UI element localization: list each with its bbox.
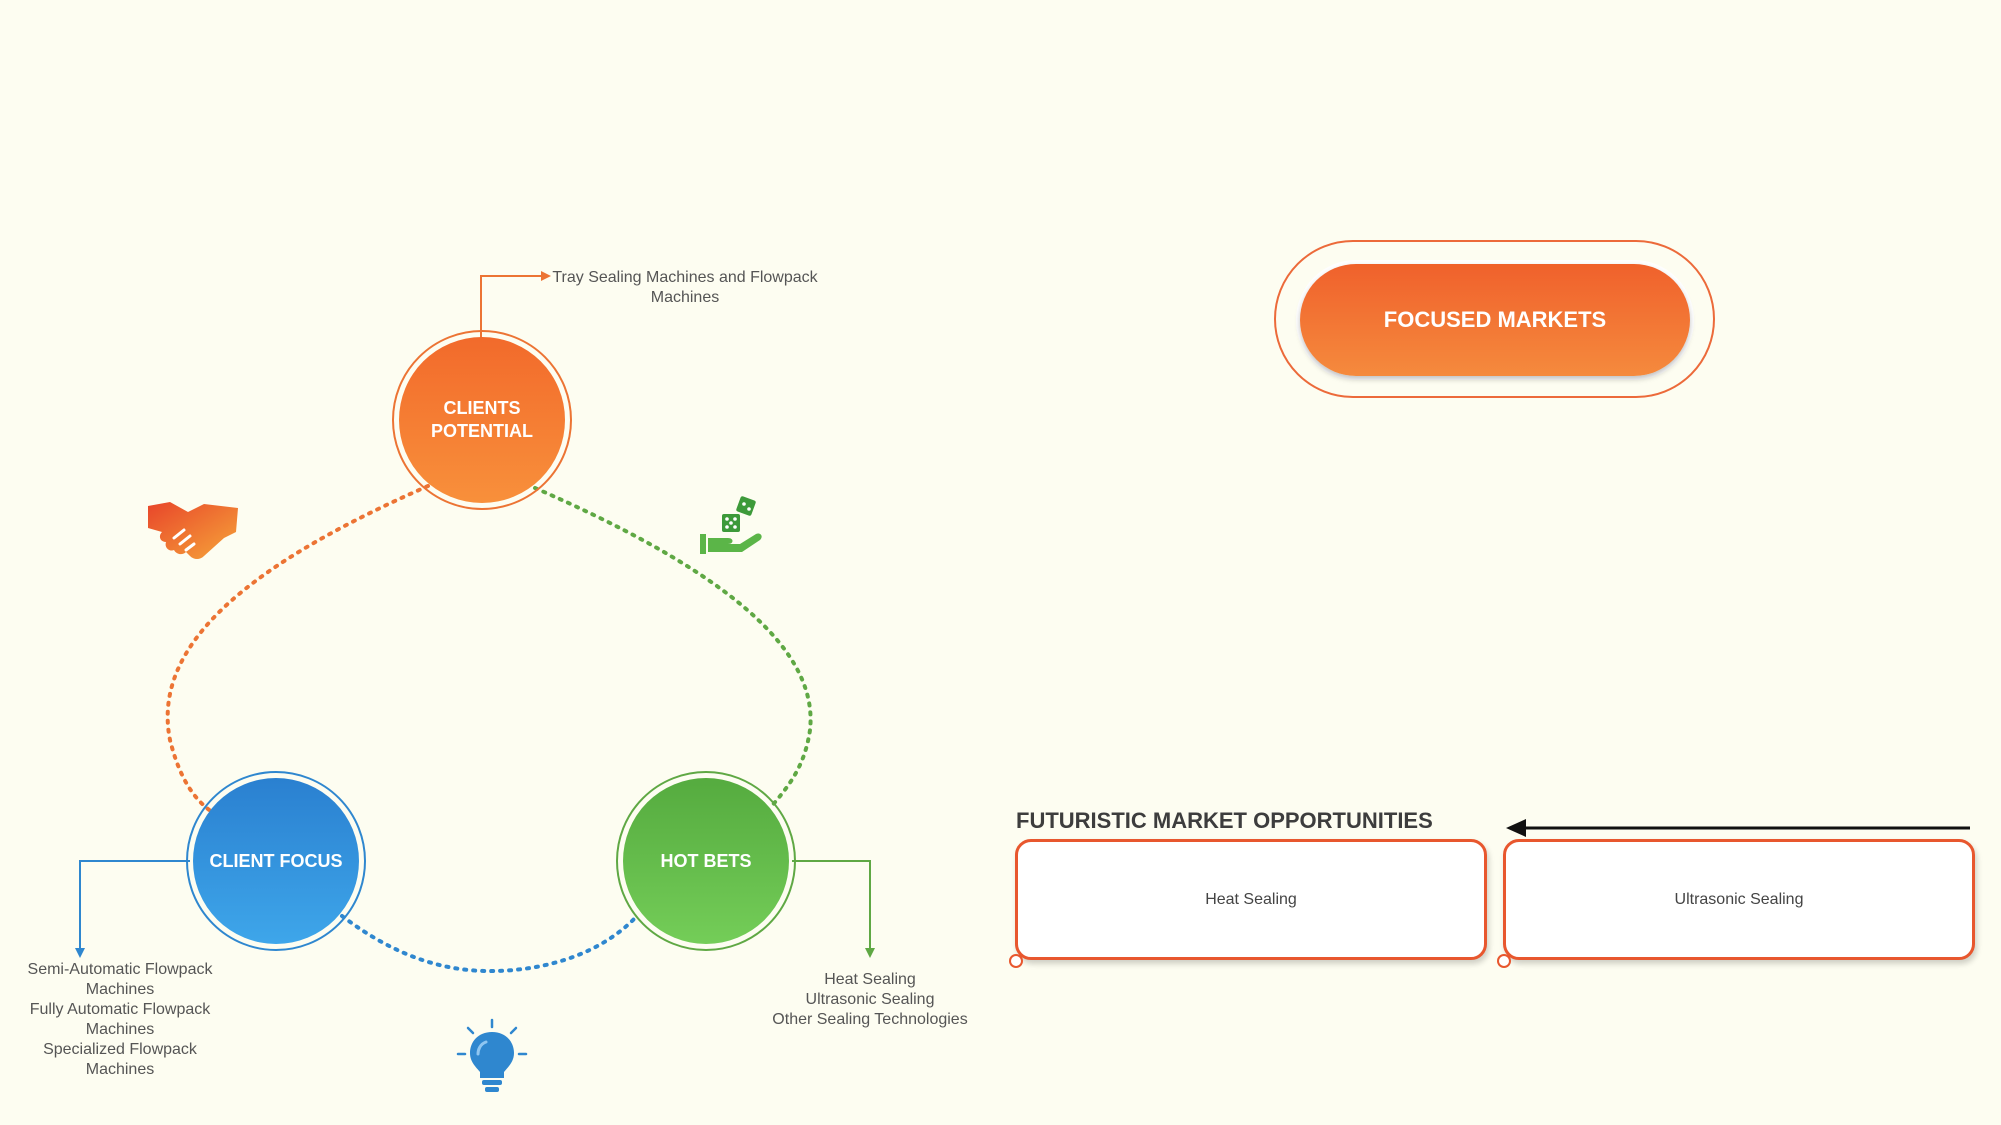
- futuristic-box-ultrasonic-sealing[interactable]: Ultrasonic Sealing: [1503, 839, 1975, 960]
- futuristic-box-dot: [1497, 954, 1511, 968]
- detail-item: Other Sealing Technologies: [772, 1011, 968, 1028]
- futuristic-box-label: Heat Sealing: [1205, 890, 1297, 908]
- focused-markets-button[interactable]: FOCUSED MARKETS: [1300, 264, 1690, 376]
- client-focus-details: Semi-Automatic Flowpack Machines Fully A…: [20, 960, 220, 1080]
- hot-bets-ring: [616, 771, 796, 951]
- futuristic-box-dot: [1009, 954, 1023, 968]
- dice-hand-icon: [700, 496, 762, 554]
- detail-item: Heat Sealing: [824, 971, 916, 988]
- client-focus-node[interactable]: CLIENT FOCUS: [193, 778, 359, 944]
- detail-item: Fully Automatic Flowpack Machines: [29, 1001, 211, 1038]
- focused-markets-label: FOCUSED MARKETS: [1383, 307, 1607, 332]
- futuristic-box-heat-sealing[interactable]: Heat Sealing: [1015, 839, 1487, 960]
- orange-callout-arrow: [541, 271, 551, 281]
- green-callout-arrow: [865, 948, 875, 958]
- detail-item: Tray Sealing Machines and Flowpack Machi…: [552, 269, 818, 306]
- futuristic-box-label: Ultrasonic Sealing: [1674, 890, 1804, 908]
- orange-cycle-arc: [165, 484, 430, 814]
- clients-potential-ring: [392, 330, 572, 510]
- handshake-icon: [148, 502, 238, 559]
- clients-potential-node[interactable]: CLIENTS POTENTIAL: [399, 337, 565, 503]
- detail-item: Semi-Automatic Flowpack Machines: [27, 961, 213, 998]
- hot-bets-label: HOT BETS: [660, 850, 752, 871]
- futuristic-arrow-head: [1506, 819, 1526, 837]
- hot-bets-node[interactable]: HOT BETS: [623, 778, 789, 944]
- blue-cycle-arc: [340, 914, 639, 974]
- blue-callout-arrow: [75, 948, 85, 958]
- green-cycle-arc: [533, 486, 813, 810]
- orange-callout-line: [480, 275, 545, 338]
- clients-potential-label: CLIENTS POTENTIAL: [431, 398, 533, 441]
- futuristic-title: FUTURISTIC MARKET OPPORTUNITIES: [1016, 808, 1433, 833]
- lightbulb-icon: [456, 1018, 528, 1092]
- detail-item: Ultrasonic Sealing: [805, 991, 935, 1008]
- blue-callout-line: [79, 860, 190, 950]
- detail-item: Specialized Flowpack Machines: [43, 1041, 197, 1078]
- client-focus-label: CLIENT FOCUS: [209, 850, 343, 871]
- green-callout-line: [792, 860, 871, 950]
- hot-bets-details: Heat Sealing Ultrasonic Sealing Other Se…: [760, 970, 980, 1030]
- clients-potential-details: Tray Sealing Machines and Flowpack Machi…: [550, 268, 820, 308]
- client-focus-ring: [186, 771, 366, 951]
